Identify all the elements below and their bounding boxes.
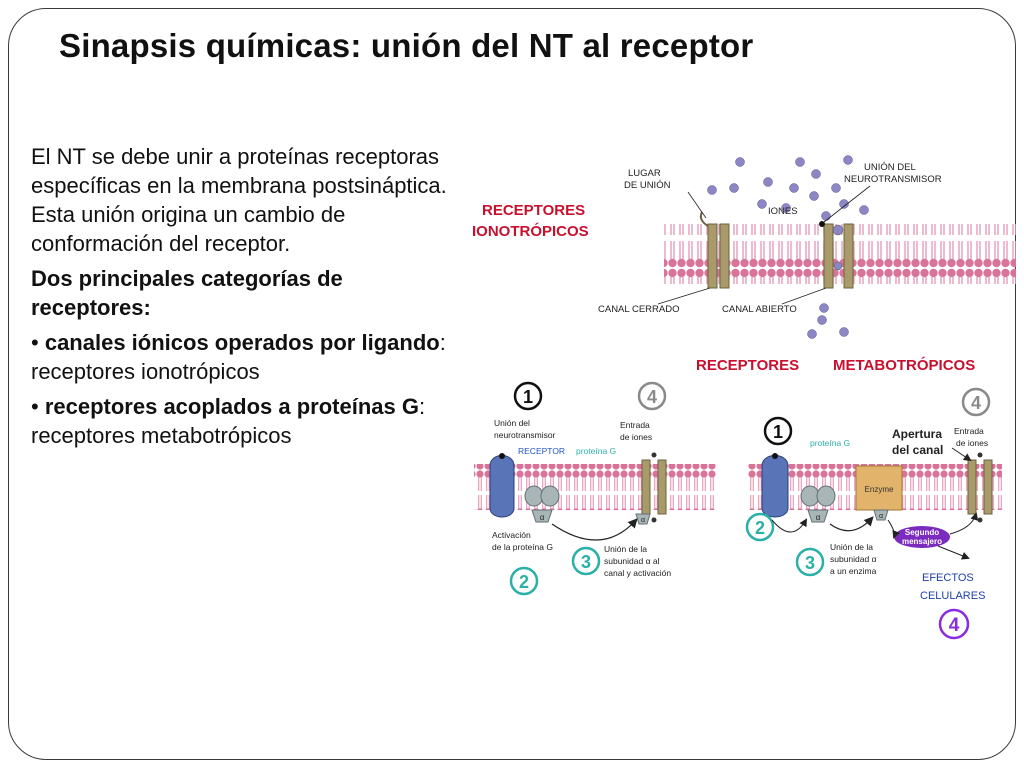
pointer-binding-site xyxy=(687,191,707,219)
enzyme-label: Enzyme xyxy=(865,485,894,494)
label-ion-entry-2: de iones xyxy=(620,432,652,442)
bullet-ionotropic-bold: canales iónicos operados por ligando xyxy=(44,330,440,355)
r-arrow-activation xyxy=(771,518,808,533)
step-3-number: 3 xyxy=(581,552,591,572)
label-union-3: canal y activación xyxy=(604,568,671,578)
r-alpha-bound-label: α xyxy=(879,513,883,520)
r-label-ion-entry-1: Entrada xyxy=(954,426,984,436)
arrow-alpha-to-channel xyxy=(551,518,638,541)
r-label-union-2: subunidad α xyxy=(830,554,877,564)
r-step-4b-badge xyxy=(938,608,970,640)
second-messenger-shape xyxy=(894,526,950,548)
r-step-4b-number: 4 xyxy=(949,615,960,636)
step-4-badge xyxy=(637,381,667,411)
effects-label-2: CELULARES xyxy=(920,590,985,602)
step-3-badge xyxy=(571,546,601,576)
iono-title-2: IONOTRÓPICOS xyxy=(472,222,589,240)
iono-title-1: RECEPTORES xyxy=(482,202,585,219)
closed-channel xyxy=(699,211,730,289)
slide-title: Sinapsis químicas: unión del NT al recep… xyxy=(59,27,754,64)
g-protein: α xyxy=(524,485,560,523)
second-messenger-label-1: Segundo xyxy=(905,528,939,537)
label-union-2: subunidad α al xyxy=(604,556,660,566)
ions xyxy=(707,155,869,339)
bullet-metabotropic: • receptores acoplados a proteínas G: re… xyxy=(31,392,463,450)
label-open-channel: CANAL ABIERTO xyxy=(722,304,797,315)
r-step-2-number: 2 xyxy=(755,518,765,538)
r-label-opening-1: Apertura xyxy=(892,427,942,441)
r-label-union-1: Unión de la xyxy=(830,542,873,552)
r-label-ion-entry-2: de iones xyxy=(956,438,988,448)
r-step-1-badge xyxy=(763,416,793,446)
receptor-diagram: RECEPTORES IONOTRÓPICOS LUGAR xyxy=(472,155,1016,640)
arrow-to-messenger xyxy=(887,519,900,539)
intro-paragraph: El NT se debe unir a proteínas receptora… xyxy=(31,144,447,256)
r-step-4a-badge xyxy=(961,387,991,417)
label-activation-2: de la proteína G xyxy=(492,542,553,552)
bullet-metabotropic-rest: : receptores metabotrópicos xyxy=(31,394,426,448)
label-ion-entry-1: Entrada xyxy=(620,420,650,430)
alpha-subunit-label: α xyxy=(540,513,545,522)
step-1-number: 1 xyxy=(523,387,533,407)
open-channel xyxy=(819,221,854,289)
step-2-number: 2 xyxy=(519,572,529,592)
pointer-closed xyxy=(657,287,711,305)
label-nt-union-1: Unión del xyxy=(494,418,530,428)
r-step-1-number: 1 xyxy=(773,422,783,442)
label-union-1: Unión de la xyxy=(604,544,647,554)
r-label-g-protein: proteína G xyxy=(810,438,850,448)
r-step-3-number: 3 xyxy=(805,553,815,573)
metabo-right-panel: 1 proteína G Apertura del canal 4 Entrad… xyxy=(745,387,1002,640)
second-messenger-label-2: mensajero xyxy=(902,537,942,546)
metabo-left-channel: α xyxy=(635,452,667,525)
metabo-title-2: METABOTRÓPICOS xyxy=(833,356,975,374)
bullet-dot: • xyxy=(31,330,39,355)
pointer-open xyxy=(781,287,827,305)
label-binding-site-1: LUGAR xyxy=(628,168,661,179)
alpha-bound-label: α xyxy=(641,517,645,524)
pointer-nt-binding xyxy=(823,185,871,223)
step-2-badge xyxy=(509,566,539,596)
label-nt-binding-2: NEUROTRANSMISOR xyxy=(844,174,942,185)
bullet-metabotropic-bold: receptores acoplados a proteínas G xyxy=(44,394,419,419)
label-nt-union-2: neurotransmisor xyxy=(494,430,556,440)
r-step-4a-number: 4 xyxy=(971,393,981,413)
step-1-badge xyxy=(513,381,543,411)
metabo-title-1: RECEPTORES xyxy=(696,357,799,374)
bullet-dot: • xyxy=(31,394,39,419)
label-ions: IONES xyxy=(768,206,798,217)
step-4-number: 4 xyxy=(647,387,657,407)
r-alpha-subunit-label: α xyxy=(816,513,821,522)
r-receptor-shape xyxy=(761,455,789,518)
effects-label-1: EFECTOS xyxy=(922,572,974,584)
enzyme-box xyxy=(855,465,903,511)
arrow-opening xyxy=(951,447,972,462)
metabo-left-panel: 1 4 Unión del neurotransmisor RECEPTOR p… xyxy=(474,381,716,596)
ionotropic-panel: RECEPTORES IONOTRÓPICOS LUGAR xyxy=(472,155,1016,339)
r-step-3-badge xyxy=(795,547,825,577)
r-arrow-alpha-to-enzyme xyxy=(829,516,874,532)
label-nt-binding-1: UNIÓN DEL xyxy=(864,162,916,173)
r-step-2-badge xyxy=(745,512,775,542)
neurotransmitter-dot xyxy=(499,453,505,459)
label-binding-site-2: DE UNIÓN xyxy=(624,180,671,191)
arrow-messenger-to-channel xyxy=(949,512,979,535)
r-label-opening-2: del canal xyxy=(892,443,943,457)
label-activation-1: Activación xyxy=(492,530,531,540)
arrow-to-effects xyxy=(937,545,970,560)
categories-heading: Dos principales categorías de receptores… xyxy=(31,264,463,322)
label-g-protein: proteína G xyxy=(576,446,616,456)
label-receptor: RECEPTOR xyxy=(518,446,565,456)
r-channel xyxy=(967,452,993,523)
categories-heading-text: Dos principales categorías de receptores… xyxy=(31,266,343,320)
label-closed-channel: CANAL CERRADO xyxy=(598,304,679,315)
slide: Sinapsis químicas: unión del NT al recep… xyxy=(8,8,1016,760)
receptor-shape xyxy=(489,455,515,518)
r-neurotransmitter-dot xyxy=(772,453,778,459)
r-g-protein: α xyxy=(800,485,836,523)
bullet-ionotropic: • canales iónicos operados por ligando: … xyxy=(31,328,463,386)
r-label-union-3: a un enzima xyxy=(830,566,877,576)
bullet-ionotropic-rest: : receptores ionotrópicos xyxy=(31,330,446,384)
body-text: El NT se debe unir a proteínas receptora… xyxy=(31,142,463,456)
